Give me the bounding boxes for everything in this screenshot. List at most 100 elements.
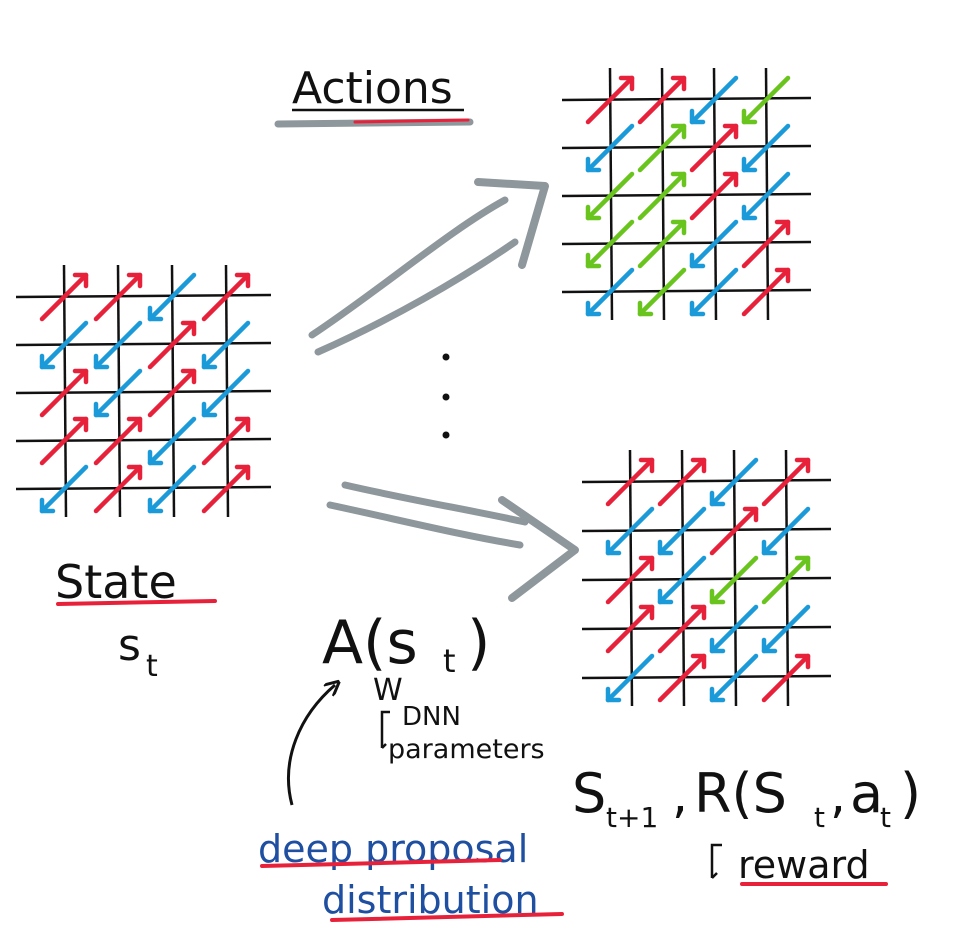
top-arrow-up-right-red	[741, 267, 791, 317]
state-arrow-up-right-red	[201, 464, 251, 514]
bottom-arrow-down-left-blue	[761, 506, 811, 556]
actions-underline-red	[353, 118, 470, 124]
top-arrow-up-right-green	[637, 123, 687, 173]
action-grid-top	[561, 67, 812, 321]
top-hline	[561, 96, 812, 102]
bottom-arrow-down-left-blue	[709, 457, 759, 507]
bottom-arrow-up-right-green	[761, 555, 811, 605]
branch-arrow-down	[326, 481, 579, 602]
top-arrow-up-right-red	[585, 75, 635, 125]
state-grid	[15, 264, 272, 518]
state-arrow-up-right-red	[93, 272, 143, 322]
state-underline	[56, 599, 217, 606]
state-arrow-down-left-blue	[147, 464, 197, 514]
reward-subscript-a: t	[880, 801, 891, 834]
state-title: State	[55, 555, 177, 609]
state-arrow-up-right-red	[147, 368, 197, 418]
top-arrow-up-right-green	[637, 171, 687, 221]
top-hline	[561, 192, 812, 198]
top-hline	[561, 240, 812, 246]
top-hline	[561, 288, 812, 294]
deep-proposal-underline	[260, 858, 502, 868]
state-arrow-up-right-red	[201, 272, 251, 322]
state-subscript: t	[146, 649, 158, 684]
reward-pointer	[710, 843, 722, 879]
bottom-arrow-down-left-blue	[605, 653, 655, 703]
top-arrow-down-left-blue	[585, 123, 635, 173]
top-hline	[561, 144, 812, 150]
bottom-arrow-down-left-blue	[709, 653, 759, 703]
top-arrow-up-right-red	[689, 123, 739, 173]
top-arrow-down-left-blue	[689, 75, 739, 125]
bottom-arrow-up-right-red	[709, 506, 759, 556]
reward-subscript-s: t	[814, 801, 825, 834]
top-arrow-up-right-red	[741, 219, 791, 269]
state-arrow-down-left-blue	[201, 368, 251, 418]
branch-arrow-up	[308, 178, 549, 356]
state-hline	[15, 293, 272, 299]
reward-action-symbol: a	[850, 762, 883, 825]
top-arrow-down-left-blue	[585, 267, 635, 317]
state-arrow-up-right-red	[147, 320, 197, 370]
bottom-arrow-down-left-blue	[709, 604, 759, 654]
top-arrow-down-left-blue	[689, 219, 739, 269]
top-arrow-down-left-green	[585, 219, 635, 269]
parameters-pointer	[380, 710, 390, 749]
state-arrow-down-left-blue	[147, 416, 197, 466]
state-arrow-up-right-red	[201, 416, 251, 466]
state-hline	[15, 437, 272, 443]
top-arrow-down-left-green	[637, 267, 687, 317]
bottom-arrow-down-left-blue	[657, 555, 707, 605]
state-arrow-down-left-blue	[93, 320, 143, 370]
bottom-hline	[581, 674, 832, 680]
state-arrow-up-right-red	[39, 368, 89, 418]
bottom-hline	[581, 527, 832, 533]
state-arrow-down-left-blue	[147, 272, 197, 322]
comma-1: ,	[672, 766, 688, 824]
policy-expression: A(s	[322, 608, 418, 678]
top-arrow-down-left-blue	[741, 171, 791, 221]
reward-label: reward	[738, 843, 870, 887]
distribution-underline	[330, 912, 564, 922]
action-grid-bottom	[581, 449, 832, 707]
top-arrow-up-right-red	[689, 171, 739, 221]
state-arrow-up-right-red	[93, 416, 143, 466]
top-arrow-down-left-green	[741, 75, 791, 125]
comma-2: ,	[830, 766, 846, 824]
next-state-symbol: S	[572, 762, 606, 825]
bottom-hline	[581, 478, 832, 484]
bottom-arrow-down-left-blue	[657, 506, 707, 556]
state-hline	[15, 341, 272, 347]
bottom-arrow-up-right-red	[657, 457, 707, 507]
bottom-arrow-up-right-red	[605, 604, 655, 654]
top-arrow-up-right-red	[637, 75, 687, 125]
parameters-label: parameters	[388, 734, 545, 765]
reward-close-paren: )	[900, 762, 921, 825]
next-state-subscript: t+1	[606, 801, 658, 834]
bottom-arrow-up-right-red	[657, 604, 707, 654]
state-arrow-down-left-blue	[39, 320, 89, 370]
bottom-hline	[581, 576, 832, 582]
state-arrow-down-left-blue	[39, 464, 89, 514]
state-arrow-down-left-blue	[93, 368, 143, 418]
top-arrow-down-left-blue	[741, 123, 791, 173]
top-arrow-down-left-blue	[689, 267, 739, 317]
bottom-arrow-up-right-red	[761, 653, 811, 703]
state-hline	[15, 485, 272, 491]
bottom-arrow-up-right-red	[657, 653, 707, 703]
state-arrow-up-right-red	[39, 416, 89, 466]
bottom-arrow-down-left-blue	[605, 506, 655, 556]
bottom-hline	[581, 625, 832, 631]
state-arrow-up-right-red	[93, 464, 143, 514]
state-arrow-up-right-red	[39, 272, 89, 322]
bottom-arrow-down-left-blue	[761, 604, 811, 654]
actions-title: Actions	[292, 63, 453, 114]
state-arrow-down-left-blue	[201, 320, 251, 370]
ellipsis-dots	[442, 353, 450, 439]
proposal-arrow	[287, 685, 335, 806]
dnn-label: DNN	[402, 702, 461, 732]
state-symbol: s	[118, 620, 141, 671]
top-arrow-up-right-green	[637, 219, 687, 269]
